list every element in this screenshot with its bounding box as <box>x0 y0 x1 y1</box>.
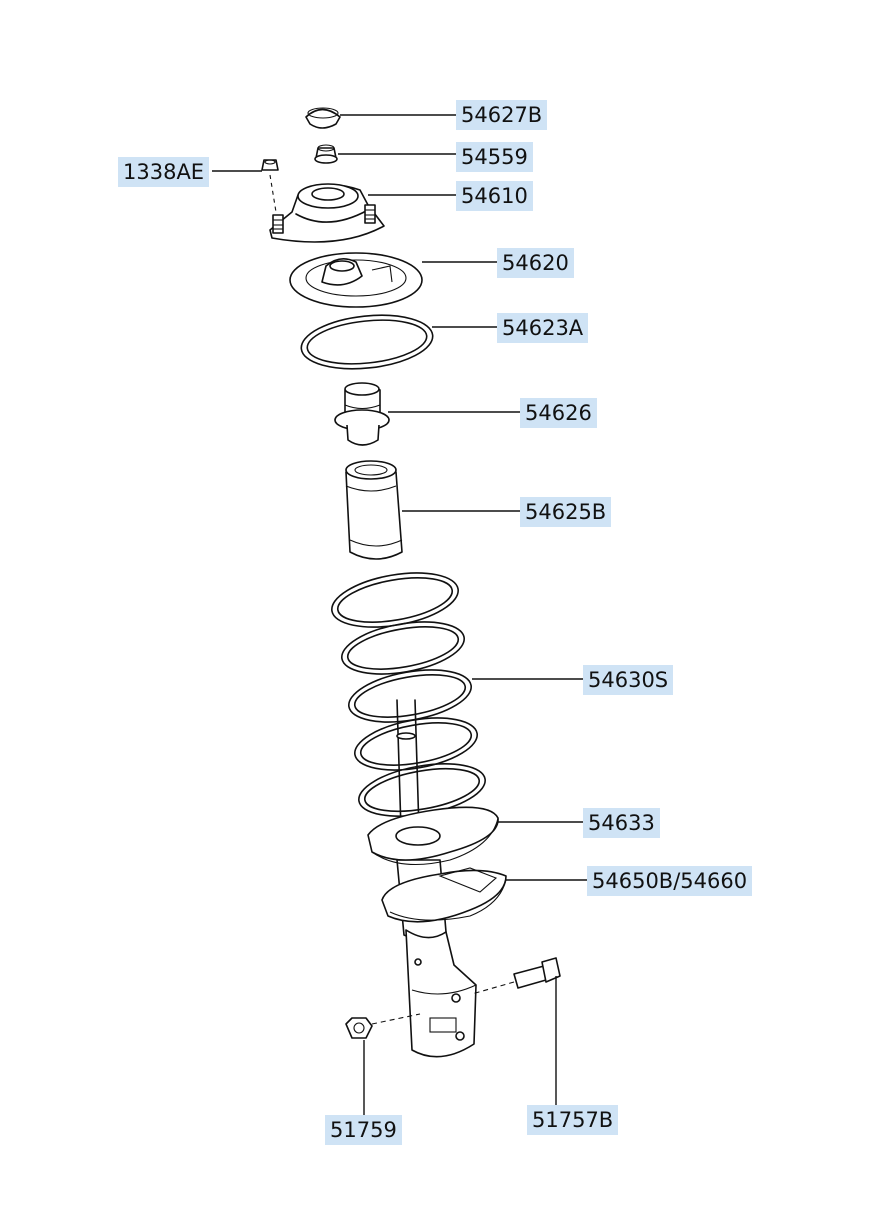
label-54633[interactable]: 54633 <box>583 808 660 838</box>
label-54623A[interactable]: 54623A <box>497 313 589 343</box>
part-54630S-spring <box>331 572 486 817</box>
label-54559[interactable]: 54559 <box>456 142 533 172</box>
label-54610[interactable]: 54610 <box>456 181 533 211</box>
part-54623A-ring <box>300 314 434 370</box>
label-54630S[interactable]: 54630S <box>583 665 674 695</box>
label-51759[interactable]: 51759 <box>325 1115 402 1145</box>
label-54627B[interactable]: 54627B <box>456 100 548 130</box>
part-54559-nut <box>314 144 338 164</box>
part-54625B-boot <box>345 460 403 560</box>
label-54626[interactable]: 54626 <box>520 398 597 428</box>
part-54620-seat <box>289 252 423 308</box>
leader-lines <box>212 114 590 1115</box>
part-54610-mount <box>269 183 385 243</box>
label-51757B[interactable]: 51757B <box>527 1105 619 1135</box>
part-54627B-cap <box>305 107 341 129</box>
part-1338AE-nut <box>261 159 279 213</box>
part-51759-nut <box>345 1013 421 1039</box>
part-51757B-bolt <box>471 957 561 995</box>
part-54626-bumpstop <box>334 382 390 446</box>
part-54650B-seat <box>381 867 507 923</box>
part-54633-pad <box>367 806 499 866</box>
label-54625B[interactable]: 54625B <box>520 497 612 527</box>
label-54650B-54660[interactable]: 54650B/54660 <box>587 866 753 896</box>
label-1338AE[interactable]: 1338AE <box>118 157 210 187</box>
label-54620[interactable]: 54620 <box>497 248 574 278</box>
